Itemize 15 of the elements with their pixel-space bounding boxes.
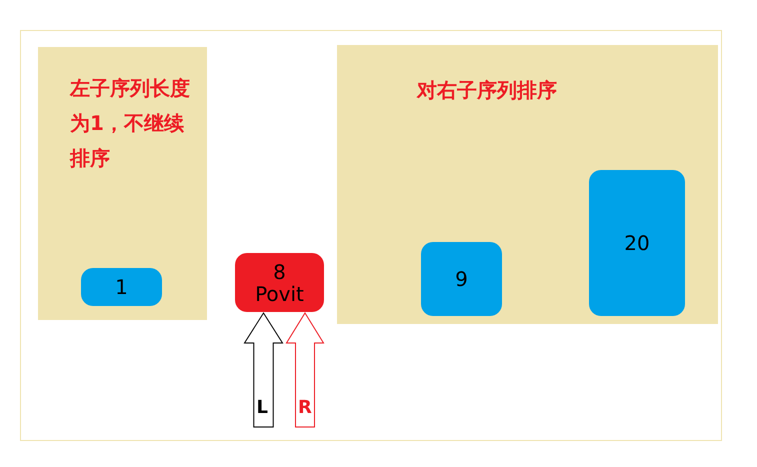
pivot-block	[235, 253, 324, 312]
value-bar	[589, 170, 685, 316]
value-bar	[421, 242, 502, 316]
value-text: 1	[115, 276, 128, 298]
panel-heading: 对右子序列排序	[417, 77, 557, 104]
value-text: Povit	[255, 282, 304, 304]
value-text: 20	[624, 232, 650, 254]
value-text: 9	[455, 268, 468, 290]
sequence-panel	[337, 45, 718, 324]
arrow	[244, 312, 284, 428]
arrow	[286, 312, 324, 428]
panel-heading: 左子序列长度为1，不继续排序	[70, 75, 191, 172]
sequence-panel	[38, 47, 207, 320]
value-bar	[81, 268, 162, 306]
value-text: 8	[273, 260, 286, 282]
